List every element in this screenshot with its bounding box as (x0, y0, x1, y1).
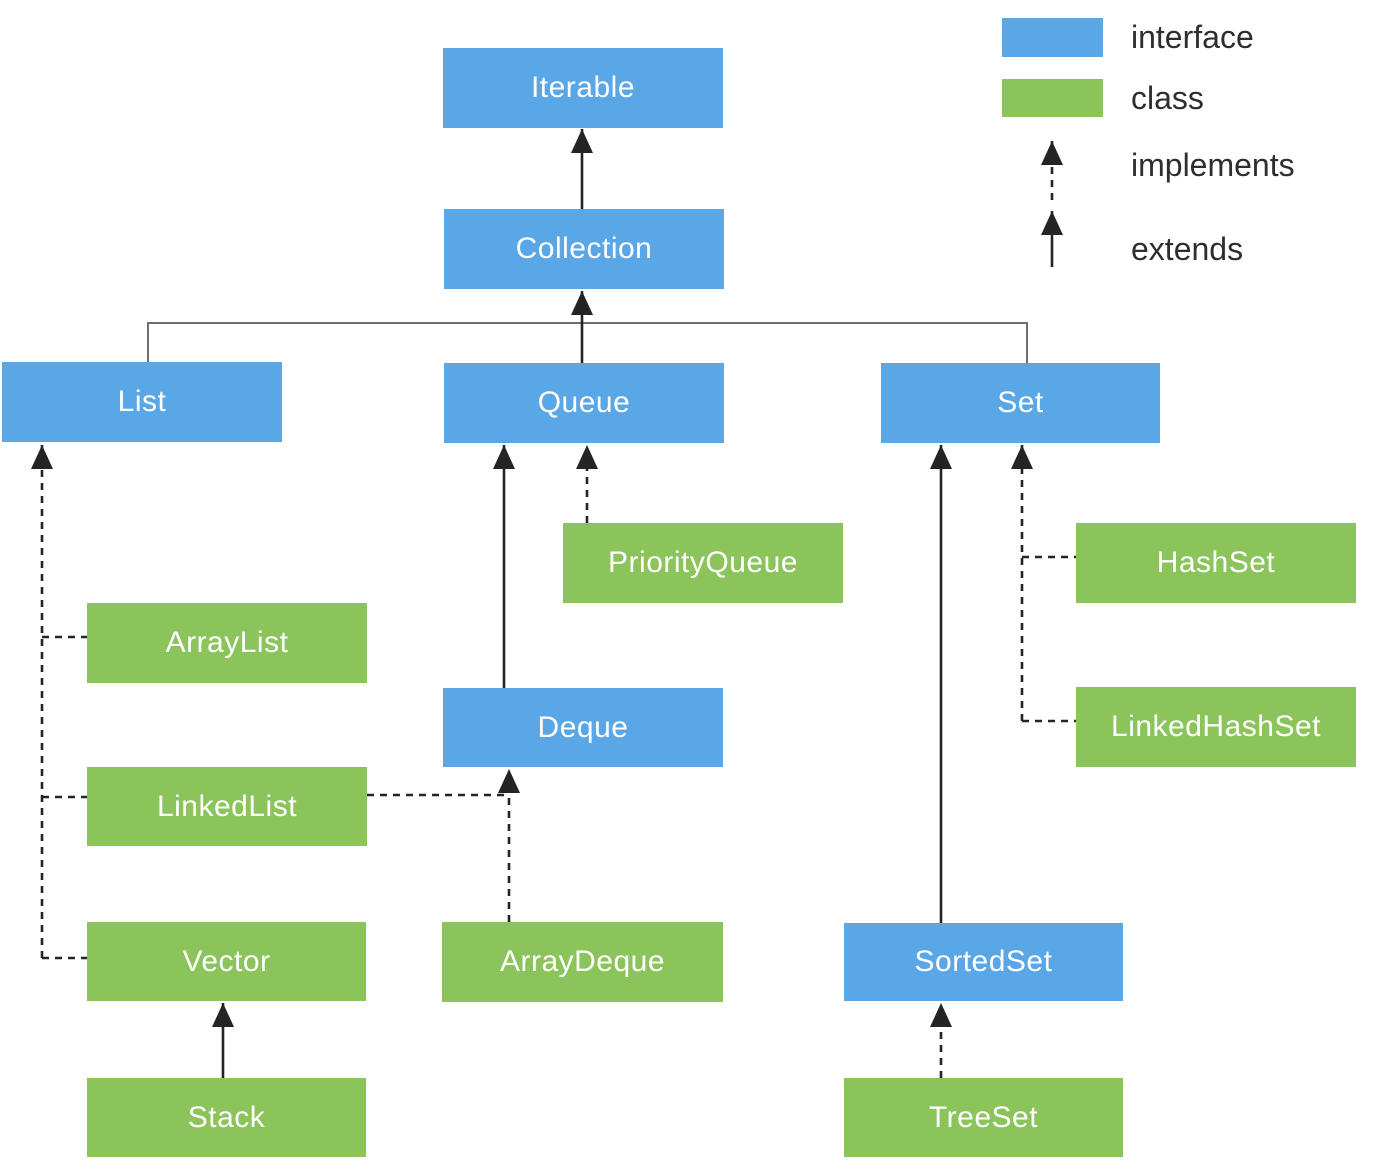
edge-collection-branch-line (147, 322, 1028, 363)
legend-class-swatch (1002, 79, 1103, 117)
node-treeset: TreeSet (844, 1078, 1123, 1157)
legend-interface-swatch (1002, 18, 1103, 57)
node-sortedset: SortedSet (844, 923, 1123, 1001)
node-set: Set (881, 363, 1160, 443)
node-vector: Vector (87, 922, 366, 1001)
node-linkedhashset: LinkedHashSet (1076, 687, 1356, 767)
node-stack: Stack (87, 1078, 366, 1157)
node-iterable: Iterable (443, 48, 723, 128)
node-priorityqueue: PriorityQueue (563, 523, 843, 603)
node-arraylist: ArrayList (87, 603, 367, 683)
legend-extends-label: extends (1131, 231, 1244, 267)
node-hashset: HashSet (1076, 523, 1356, 603)
legend-implements-label: implements (1131, 147, 1295, 183)
node-arraydeque: ArrayDeque (442, 922, 723, 1002)
node-queue: Queue (444, 363, 724, 443)
node-linkedlist: LinkedList (87, 767, 367, 846)
node-collection: Collection (444, 209, 724, 289)
legend-class-label: class (1131, 80, 1204, 116)
legend-interface-label: interface (1131, 19, 1254, 55)
node-list: List (2, 362, 282, 442)
node-deque: Deque (443, 688, 723, 767)
